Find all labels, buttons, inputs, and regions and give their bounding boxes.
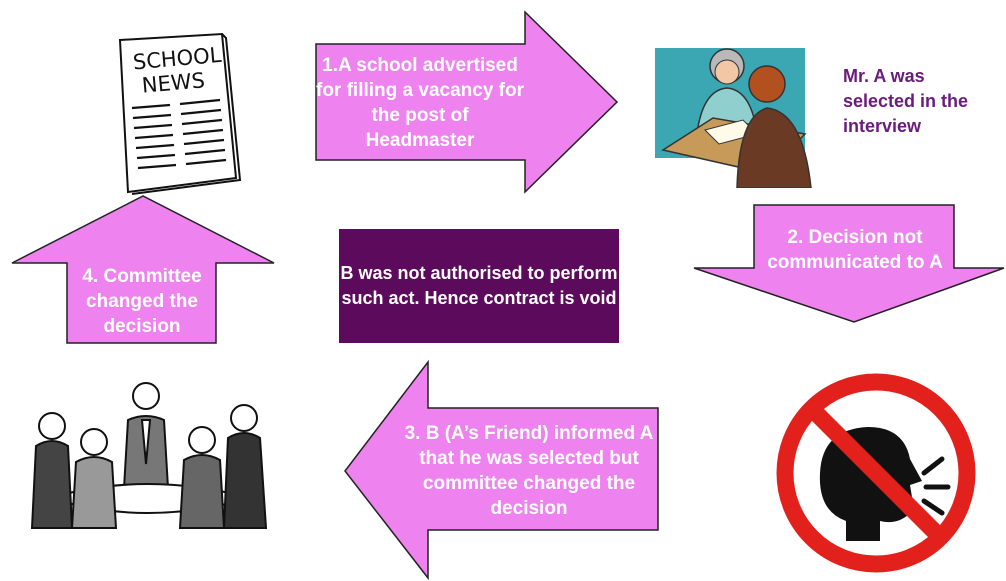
- no-speaking-icon: [776, 373, 976, 573]
- selection-note: Mr. A was selected in the interview: [843, 66, 969, 136]
- step3-text: 3. B (A’s Friend) informed A that he was…: [404, 423, 654, 519]
- step4-text: 4. Committee changed the decision: [82, 265, 202, 337]
- newspaper-title-line2: NEWS: [141, 68, 206, 97]
- arrow-up: [11, 195, 275, 344]
- arrow-down: [693, 204, 1005, 323]
- meeting-icon: [30, 382, 268, 529]
- step1-text: 1.A school advertised for filling a vaca…: [316, 55, 524, 151]
- conclusion-box: B was not authorised to perform such act…: [339, 229, 619, 343]
- arrow-right: [315, 10, 619, 194]
- newspaper-icon: SCHOOL NEWS: [118, 32, 242, 195]
- step2-text: 2. Decision not communicated to A: [767, 227, 943, 273]
- interview-icon: [655, 48, 812, 188]
- arrow-left: [344, 359, 659, 581]
